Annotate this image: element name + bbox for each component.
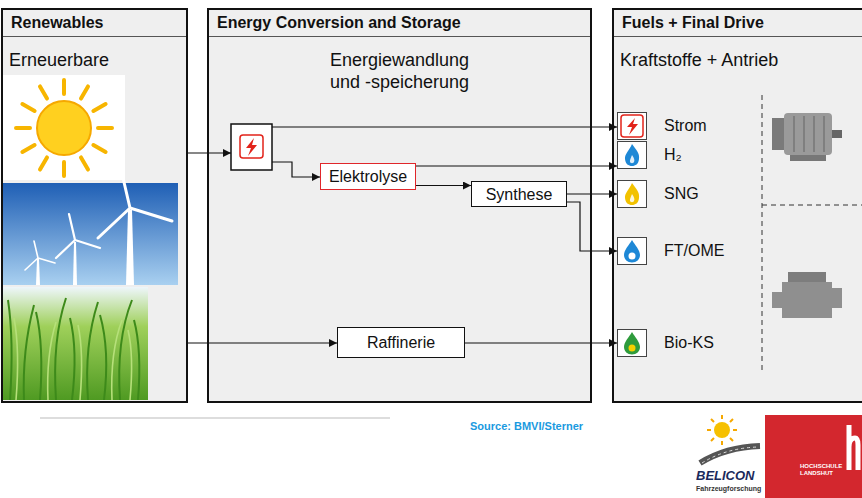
engine-cover — [788, 272, 826, 282]
power-box — [231, 124, 272, 170]
panel-heading: Energy Conversion and Storage — [209, 10, 590, 37]
fuel-label: SNG — [664, 181, 699, 207]
motor-feet — [790, 155, 826, 161]
flame-core — [630, 155, 634, 163]
sun-rays — [16, 80, 112, 176]
box-label: Elektrolyse — [329, 167, 407, 186]
turbine-tower — [36, 259, 40, 285]
connector-arrow — [567, 202, 617, 251]
motor-ribs — [794, 116, 824, 152]
drop-symbol — [624, 240, 640, 263]
flow-arrow — [272, 126, 617, 127]
turbine-blades — [98, 165, 172, 238]
turbine-tower — [73, 242, 77, 285]
motor-shaft — [832, 130, 842, 138]
fuel-icon-box: FT/OME — [617, 237, 647, 265]
sun-picture — [3, 75, 125, 180]
lightning-symbol — [627, 118, 638, 135]
box-label: Raffinerie — [367, 333, 435, 352]
flame-symbol — [625, 183, 639, 205]
process-box: Synthese — [471, 181, 567, 207]
logo-sun — [714, 422, 730, 438]
panel-subheading: Energiewandlung und -speicherung — [315, 49, 485, 93]
engine-part — [772, 292, 782, 308]
footer-rule — [40, 418, 390, 419]
logo-wordmark: HOCHSCHULE LANDSHUT — [800, 463, 842, 477]
section-panel: Fuels + Final DriveKraftstoffe + Antrieb… — [612, 8, 862, 403]
box-label: Synthese — [486, 185, 553, 204]
source-note: Source: BMVI/Sterner — [470, 420, 583, 433]
logo-wordmark: BELICON — [696, 468, 755, 483]
logo-subline: Fahrzeugforschung — [696, 484, 761, 493]
fuel-icon — [618, 142, 646, 168]
lightning-symbol — [246, 138, 257, 156]
process-box: Raffinerie — [337, 327, 465, 358]
panel-ground — [207, 8, 592, 403]
grass-blades — [8, 298, 139, 400]
fuel-icon — [618, 181, 646, 207]
divider-line — [762, 205, 862, 206]
connector-arrow — [416, 165, 617, 166]
motor-body — [784, 113, 832, 155]
divider-line — [762, 95, 763, 370]
fuel-icon — [618, 238, 646, 264]
fuel-icon — [618, 113, 646, 139]
connector-arrow — [567, 193, 617, 194]
connector-arrow — [416, 185, 471, 186]
logo-letter — [849, 425, 858, 470]
turbine-blades — [56, 214, 100, 258]
logo-sun-rays — [707, 415, 737, 445]
fuel-label: H₂ — [664, 142, 682, 168]
icon-frame — [621, 115, 643, 137]
grass-blades — [14, 318, 132, 400]
fuel-icon-box: SNG — [617, 180, 647, 208]
wind-picture — [3, 183, 178, 285]
fuel-label: Strom — [664, 113, 707, 139]
grass-picture — [3, 287, 148, 400]
section-panel: Energy Conversion and StorageEnergiewand… — [207, 8, 592, 403]
fuel-label: FT/OME — [664, 238, 724, 264]
drop-symbol — [624, 332, 640, 355]
fuel-label: Bio-KS — [664, 330, 714, 356]
connector-arrow — [465, 342, 617, 343]
motor-cap — [772, 118, 784, 150]
drop-dot — [629, 345, 636, 352]
fuel-icon-box: Strom — [617, 112, 647, 140]
sun-disc — [37, 101, 91, 155]
panel-ground — [1, 8, 188, 403]
flow-arrow — [272, 162, 320, 177]
flame-core — [630, 194, 634, 202]
turbine-tower — [126, 210, 134, 285]
power-icon-frame — [240, 135, 263, 158]
panel-subheading: Erneuerbare — [3, 49, 186, 71]
panel-heading: Renewables — [3, 10, 186, 37]
logo-road — [700, 446, 760, 463]
engine-part — [832, 288, 842, 308]
engine-block — [782, 282, 832, 318]
logo-square — [765, 415, 862, 498]
fuel-icon-box: H₂ — [617, 141, 647, 169]
flame-symbol — [625, 144, 639, 166]
flow-arrow — [188, 342, 337, 343]
panel-ground — [612, 8, 862, 403]
logo-road-mark — [702, 447, 758, 463]
process-box: Elektrolyse — [320, 163, 416, 190]
fuel-icon — [618, 330, 646, 356]
drop-dot — [629, 253, 636, 260]
section-panel: RenewablesErneuerbare — [1, 8, 188, 403]
turbine-blades — [25, 241, 55, 270]
panel-subheading: Kraftstoffe + Antrieb — [614, 49, 862, 71]
panel-heading: Fuels + Final Drive — [614, 10, 862, 37]
flow-arrow — [188, 152, 231, 153]
fuel-icon-box: Bio-KS — [617, 329, 647, 357]
